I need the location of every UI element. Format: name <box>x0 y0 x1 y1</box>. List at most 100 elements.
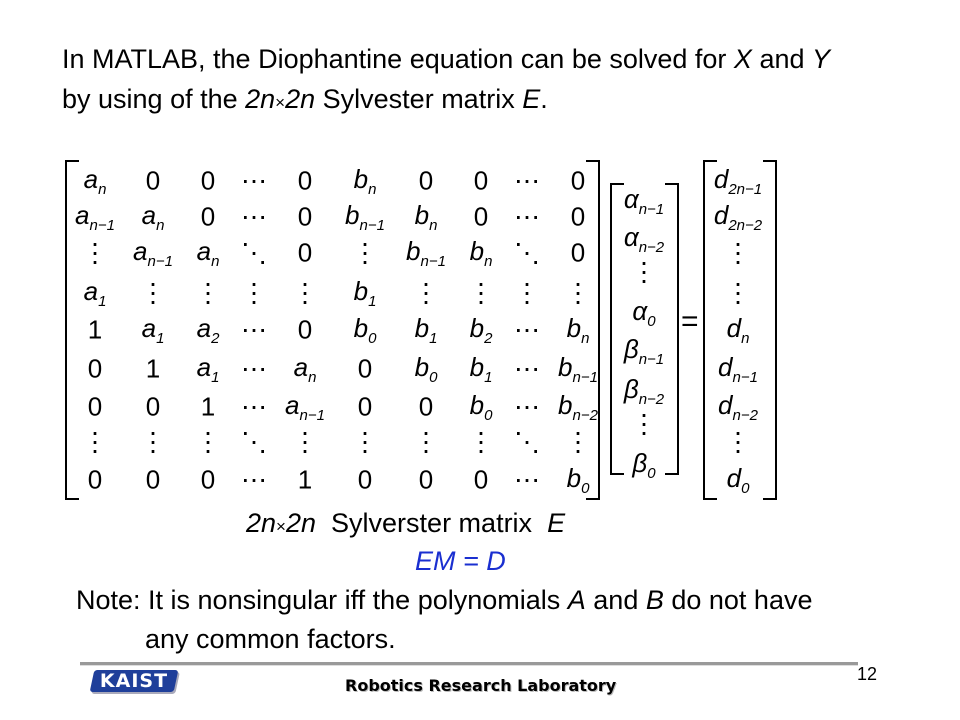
entry-symbol: ⋮ <box>725 277 751 308</box>
matrix-entry: 0 <box>358 354 372 385</box>
entry-symbol: b <box>414 200 430 230</box>
entry-symbol: 0 <box>200 165 216 196</box>
entry-symbol: ⋮ <box>514 277 540 308</box>
entry-symbol: ⋮ <box>241 277 267 308</box>
entry-symbol: b <box>353 276 369 306</box>
entry-symbol: 1 <box>87 314 103 345</box>
entry-symbol: ⋮ <box>352 426 378 457</box>
entry-subscript: n−1 <box>420 253 446 270</box>
entry-subscript: 1 <box>368 293 377 310</box>
entry-subscript: 0 <box>368 330 377 347</box>
entry-subscript: n−1 <box>638 201 665 218</box>
intro-line-1: In MATLAB, the Diophantine equation can … <box>62 44 830 75</box>
entry-symbol: 0 <box>87 391 103 422</box>
right-bracket <box>586 160 600 500</box>
entry-symbol: 1 <box>145 353 161 384</box>
entry-symbol: 0 <box>570 165 586 196</box>
matrix-entry: βn−1 <box>624 334 664 368</box>
entry-symbol: a <box>285 390 300 420</box>
matrix-entry: βn−2 <box>624 374 664 408</box>
entry-subscript: n−1 <box>572 369 598 386</box>
entry-symbol: a <box>133 236 148 266</box>
matrix-entry: b0 <box>470 390 493 424</box>
matrix-entry: a1 <box>84 276 107 310</box>
entry-symbol: a <box>83 276 99 306</box>
matrix-entry: 0 <box>419 465 433 496</box>
matrix-entry: ⋮ <box>413 427 439 458</box>
matrix-entry: 1 <box>201 392 215 423</box>
matrix-entry: ⋯ <box>241 166 267 197</box>
entry-subscript: n <box>98 181 107 198</box>
matrix-entry: 1 <box>298 465 312 496</box>
matrix-entry: an−1 <box>75 200 115 234</box>
matrix-entry: ⋮ <box>292 427 318 458</box>
entry-symbol: 0 <box>473 464 489 495</box>
matrix-entry: ⋮ <box>725 278 751 309</box>
entry-symbol: 0 <box>418 464 434 495</box>
entry-symbol: b <box>558 390 573 420</box>
logo-text: KAIST <box>99 670 169 692</box>
matrix-entry: ⋱ <box>241 427 267 458</box>
entry-symbol: d <box>718 390 733 420</box>
entry-symbol: α <box>623 184 639 214</box>
right-bracket <box>763 160 777 500</box>
matrix-entry: 0 <box>88 354 102 385</box>
matrix-entry: an <box>84 164 107 198</box>
matrix-entry: 0 <box>419 166 433 197</box>
entry-symbol: ⋮ <box>82 426 108 457</box>
var-x: X <box>733 44 752 74</box>
var-b: B <box>645 585 664 615</box>
entry-subscript: n <box>484 253 493 270</box>
dim: 2n <box>285 508 317 538</box>
matrix-entry: ⋮ <box>140 278 166 309</box>
entry-symbol: d <box>726 463 742 493</box>
entry-subscript: n−1 <box>638 351 665 368</box>
entry-symbol: b <box>469 352 485 382</box>
matrix-entry: 0 <box>571 238 585 269</box>
entry-symbol: ⋱ <box>241 237 267 268</box>
matrix-entry: 0 <box>201 202 215 233</box>
matrix-entry: ⋮ <box>413 278 439 309</box>
matrix-entry: ⋱ <box>241 238 267 269</box>
matrix-entry: d2n−2 <box>714 200 762 234</box>
dim: 2n <box>285 84 316 114</box>
entry-symbol: 0 <box>297 314 313 345</box>
matrix-entry: α0 <box>632 296 655 330</box>
entry-symbol: ⋯ <box>514 201 540 232</box>
matrix-entry: b0 <box>415 352 438 386</box>
matrix-entry: an <box>294 352 317 386</box>
matrix-entry: 0 <box>146 166 160 197</box>
entry-symbol: b <box>414 313 430 343</box>
matrix-entry: b0 <box>354 313 377 347</box>
matrix-entry: αn−2 <box>624 222 664 256</box>
matrix-entry: ⋮ <box>241 278 267 309</box>
left-bracket <box>610 183 624 475</box>
matrix-entry: bn−2 <box>558 390 598 424</box>
matrix-entry: 0 <box>88 392 102 423</box>
matrix-entry: ⋮ <box>82 238 108 269</box>
matrix-entry: 0 <box>474 202 488 233</box>
note-text: Note: It is nonsingular iff the polynomi… <box>76 585 568 615</box>
matrix-entry: an−1 <box>285 390 325 424</box>
entry-symbol: ⋮ <box>292 277 318 308</box>
entry-subscript: 2 <box>484 330 493 347</box>
entry-symbol: 0 <box>570 237 586 268</box>
matrix-entry: ⋱ <box>514 238 540 269</box>
matrix-entry: ⋯ <box>514 354 540 385</box>
entry-symbol: ⋱ <box>241 426 267 457</box>
matrix-equation: EM = D <box>415 546 506 576</box>
entry-symbol: b <box>469 390 485 420</box>
entry-symbol: ⋯ <box>241 391 267 422</box>
entry-symbol: 0 <box>145 464 161 495</box>
entry-symbol: 0 <box>473 201 489 232</box>
matrix-entry: 1 <box>88 315 102 346</box>
matrix-entry: ⋮ <box>82 427 108 458</box>
entry-symbol: ⋮ <box>631 408 657 439</box>
entry-symbol: b <box>566 463 582 493</box>
entry-symbol: 0 <box>297 201 313 232</box>
note-text: and <box>585 585 646 615</box>
matrix-entry: a2 <box>197 313 220 347</box>
entry-subscript: 1 <box>211 369 220 386</box>
matrix-entry: ⋱ <box>514 427 540 458</box>
